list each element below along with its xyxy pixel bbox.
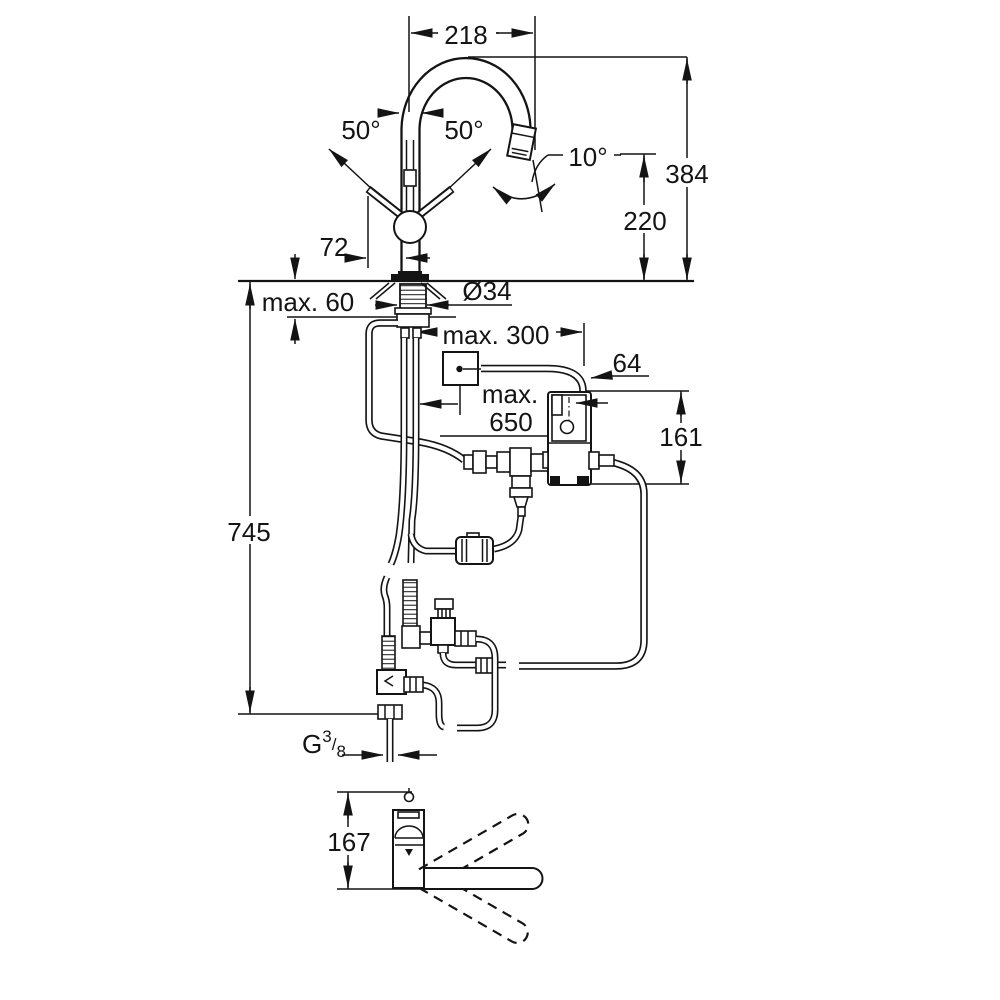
dim-220-label: 220 [623,206,666,236]
spout-position-main [423,867,544,890]
dim-167-label: 167 [327,827,370,857]
threaded-shank [399,283,427,311]
valve-right-hose [422,635,499,732]
plug-socket-square [442,351,481,386]
dim-deck-thickness-max60: max. 60 [262,254,355,344]
box-right-port [588,451,600,470]
power-cable [481,364,587,392]
dim-50deg-left-label: 50° [341,115,380,145]
dim-box-width-64: 64 [590,348,649,380]
box-left-port [542,451,549,469]
faucet-front-view [365,56,538,339]
dim-10deg-label: 10° [568,142,607,172]
braided-riser-right [402,579,418,629]
spout-position-upper [418,812,530,889]
dim-spray-angle-10: 10° [492,142,621,213]
spout-position-lower [417,868,529,945]
tee-fitting [376,669,424,720]
dim-dia34-label: Ø34 [462,276,511,306]
dim-base-depth-167: 167 [325,791,432,890]
dim-50deg-right-label: 50° [444,115,483,145]
handle-tip [403,791,415,803]
dim-handle-angles-50: 50° 50° [328,108,492,220]
check-valve [509,475,533,517]
mounting-nut [396,313,430,328]
loop-hose [519,458,648,670]
under-counter-assembly [365,319,648,762]
supply-tail-right [407,338,420,564]
handle-ball-joint [393,210,427,244]
dim-outlet-height-220: 220 [619,153,670,281]
dim-g38-label: G3/8 [302,727,346,761]
control-box [542,391,615,486]
escutcheon [391,274,429,282]
spout-arc-outer [400,56,532,131]
dim-max650-label-1: max. [482,379,538,409]
dim-hose-length-max650: max. 650 [419,379,547,437]
hose-coupling-chain [463,447,549,477]
dim-box-height-161: 161 [548,390,705,485]
dim-745-label: 745 [227,517,270,547]
dim-handle-projection-72: 72 [320,196,430,268]
dim-box-offset-max300: max. 300 [415,320,585,366]
dim-72-label: 72 [320,232,349,262]
dim-max60-label: max. 60 [262,287,355,317]
dim-384-label: 384 [665,159,708,189]
faucet-top-view [392,788,544,945]
dim-64-label: 64 [613,348,642,378]
dim-hole-diameter-34: Ø34 [369,276,512,310]
supply-tail-left [380,338,408,636]
braided-riser-left [381,635,396,673]
dim-total-height-384: 384 [468,56,713,281]
dim-spout-reach-218: 218 [408,16,536,150]
dim-supply-length-745: 745 [225,282,386,715]
dim-161-label: 161 [659,422,702,452]
dim-218-label: 218 [444,20,487,50]
inline-filter [455,532,494,565]
dim-max300-label: max. 300 [443,320,550,350]
filter-hose [407,515,525,555]
spout-arc-inner [418,76,514,131]
riser-pipe [400,130,421,277]
pullout-hose [365,319,467,463]
dim-max650-label-2: 650 [489,407,532,437]
shutoff-valve [401,598,477,654]
dim-thread-g38: G3/8 [302,727,437,761]
spray-head [506,123,538,162]
worktop-section [238,279,694,318]
